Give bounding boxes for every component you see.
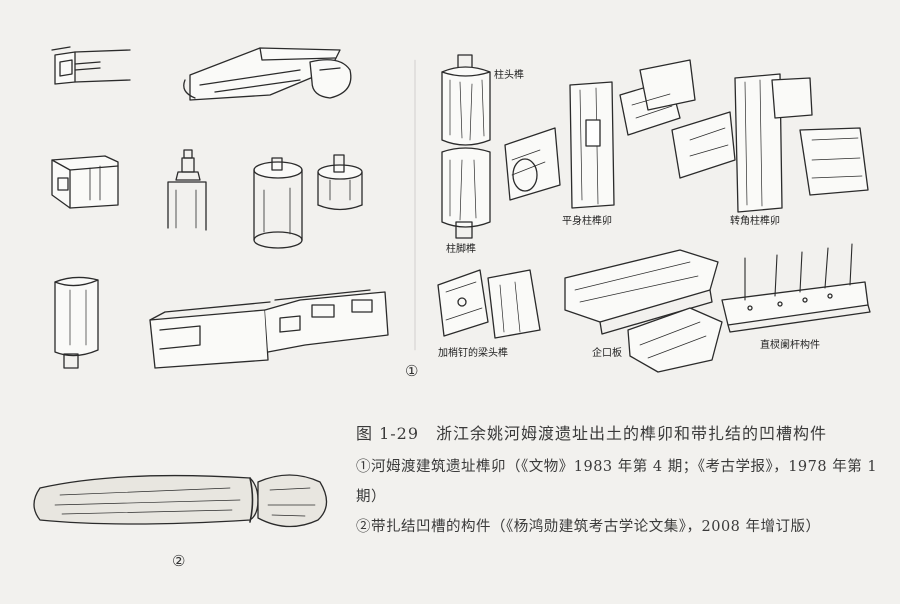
corner-column-sketch: [671, 73, 869, 213]
label-pinned-beam-tenon: 加梢钉的梁头榫: [438, 348, 508, 359]
tongue-board-sketch: [183, 47, 352, 101]
cylinder-foot-sketch: [54, 276, 99, 369]
caption-reference-1: ①河姆渡建筑遗址榫卯（《文物》1983 年第 4 期；《考古学报》，1978 年…: [356, 459, 878, 505]
tenon-post-sketch: [167, 149, 207, 231]
column-tenon-sketch: [441, 54, 491, 239]
label-railing-member: 直棂阑杆构件: [760, 340, 820, 351]
notched-beam-sketch: [51, 46, 131, 85]
flat-column-sketch: [504, 59, 696, 209]
panel-number-one: ①: [405, 362, 419, 380]
label-column-head-tenon: 柱头榫: [494, 70, 524, 81]
panel-number-two: ②: [172, 552, 186, 570]
label-corner-column-mortise: 转角柱榫卯: [730, 216, 780, 227]
figure-caption: 图 1-29 浙江余姚河姆渡遗址出土的榫卯和带扎结的凹槽构件 ①河姆渡建筑遗址榫…: [356, 420, 896, 542]
caption-reference-2: ②带扎结凹槽的构件（《杨鸿勋建筑考古学论文集》，2008 年增订版）: [356, 519, 821, 535]
railing-member-sketch: [721, 243, 871, 333]
tongue-groove-board-sketch: [564, 249, 723, 373]
label-flat-column-mortise: 平身柱榫卯: [562, 216, 612, 227]
grooved-log-sketch: [33, 474, 328, 528]
short-post-sketch: [317, 154, 363, 211]
label-tongue-groove-board: 企口板: [592, 348, 622, 359]
label-column-foot-tenon: 柱脚榫: [446, 244, 476, 255]
round-post-sketch: [253, 157, 303, 249]
caption-title: 图 1-29 浙江余姚河姆渡遗址出土的榫卯和带扎结的凹槽构件: [356, 424, 828, 443]
mortise-block-sketch: [51, 155, 119, 209]
pinned-beam-sketch: [437, 269, 541, 339]
mortise-beam-sketch: [149, 289, 389, 369]
